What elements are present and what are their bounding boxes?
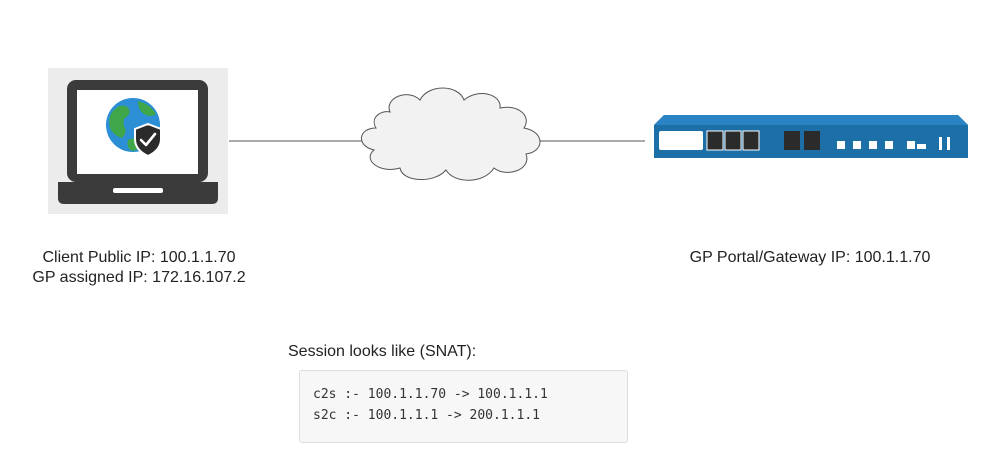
session-line-c2s: c2s :- 100.1.1.70 -> 100.1.1.1 [313,387,548,402]
cloud-icon [361,87,541,181]
client-public-ip-label: Client Public IP: 100.1.1.70 [42,249,236,266]
client-assigned-ip-label: GP assigned IP: 172.16.107.2 [32,269,246,286]
firewall-appliance-icon [654,115,968,158]
shield-check-icon [134,122,162,158]
session-title: Session looks like (SNAT): [288,343,477,360]
client-labels: Client Public IP: 100.1.1.70 GP assigned… [0,248,278,288]
session-line-s2c: s2c :- 100.1.1.1 -> 200.1.1.1 [313,408,540,423]
session-code-block: c2s :- 100.1.1.70 -> 100.1.1.1 s2c :- 10… [299,370,628,443]
gateway-ip-label: GP Portal/Gateway IP: 100.1.1.70 [689,249,931,266]
